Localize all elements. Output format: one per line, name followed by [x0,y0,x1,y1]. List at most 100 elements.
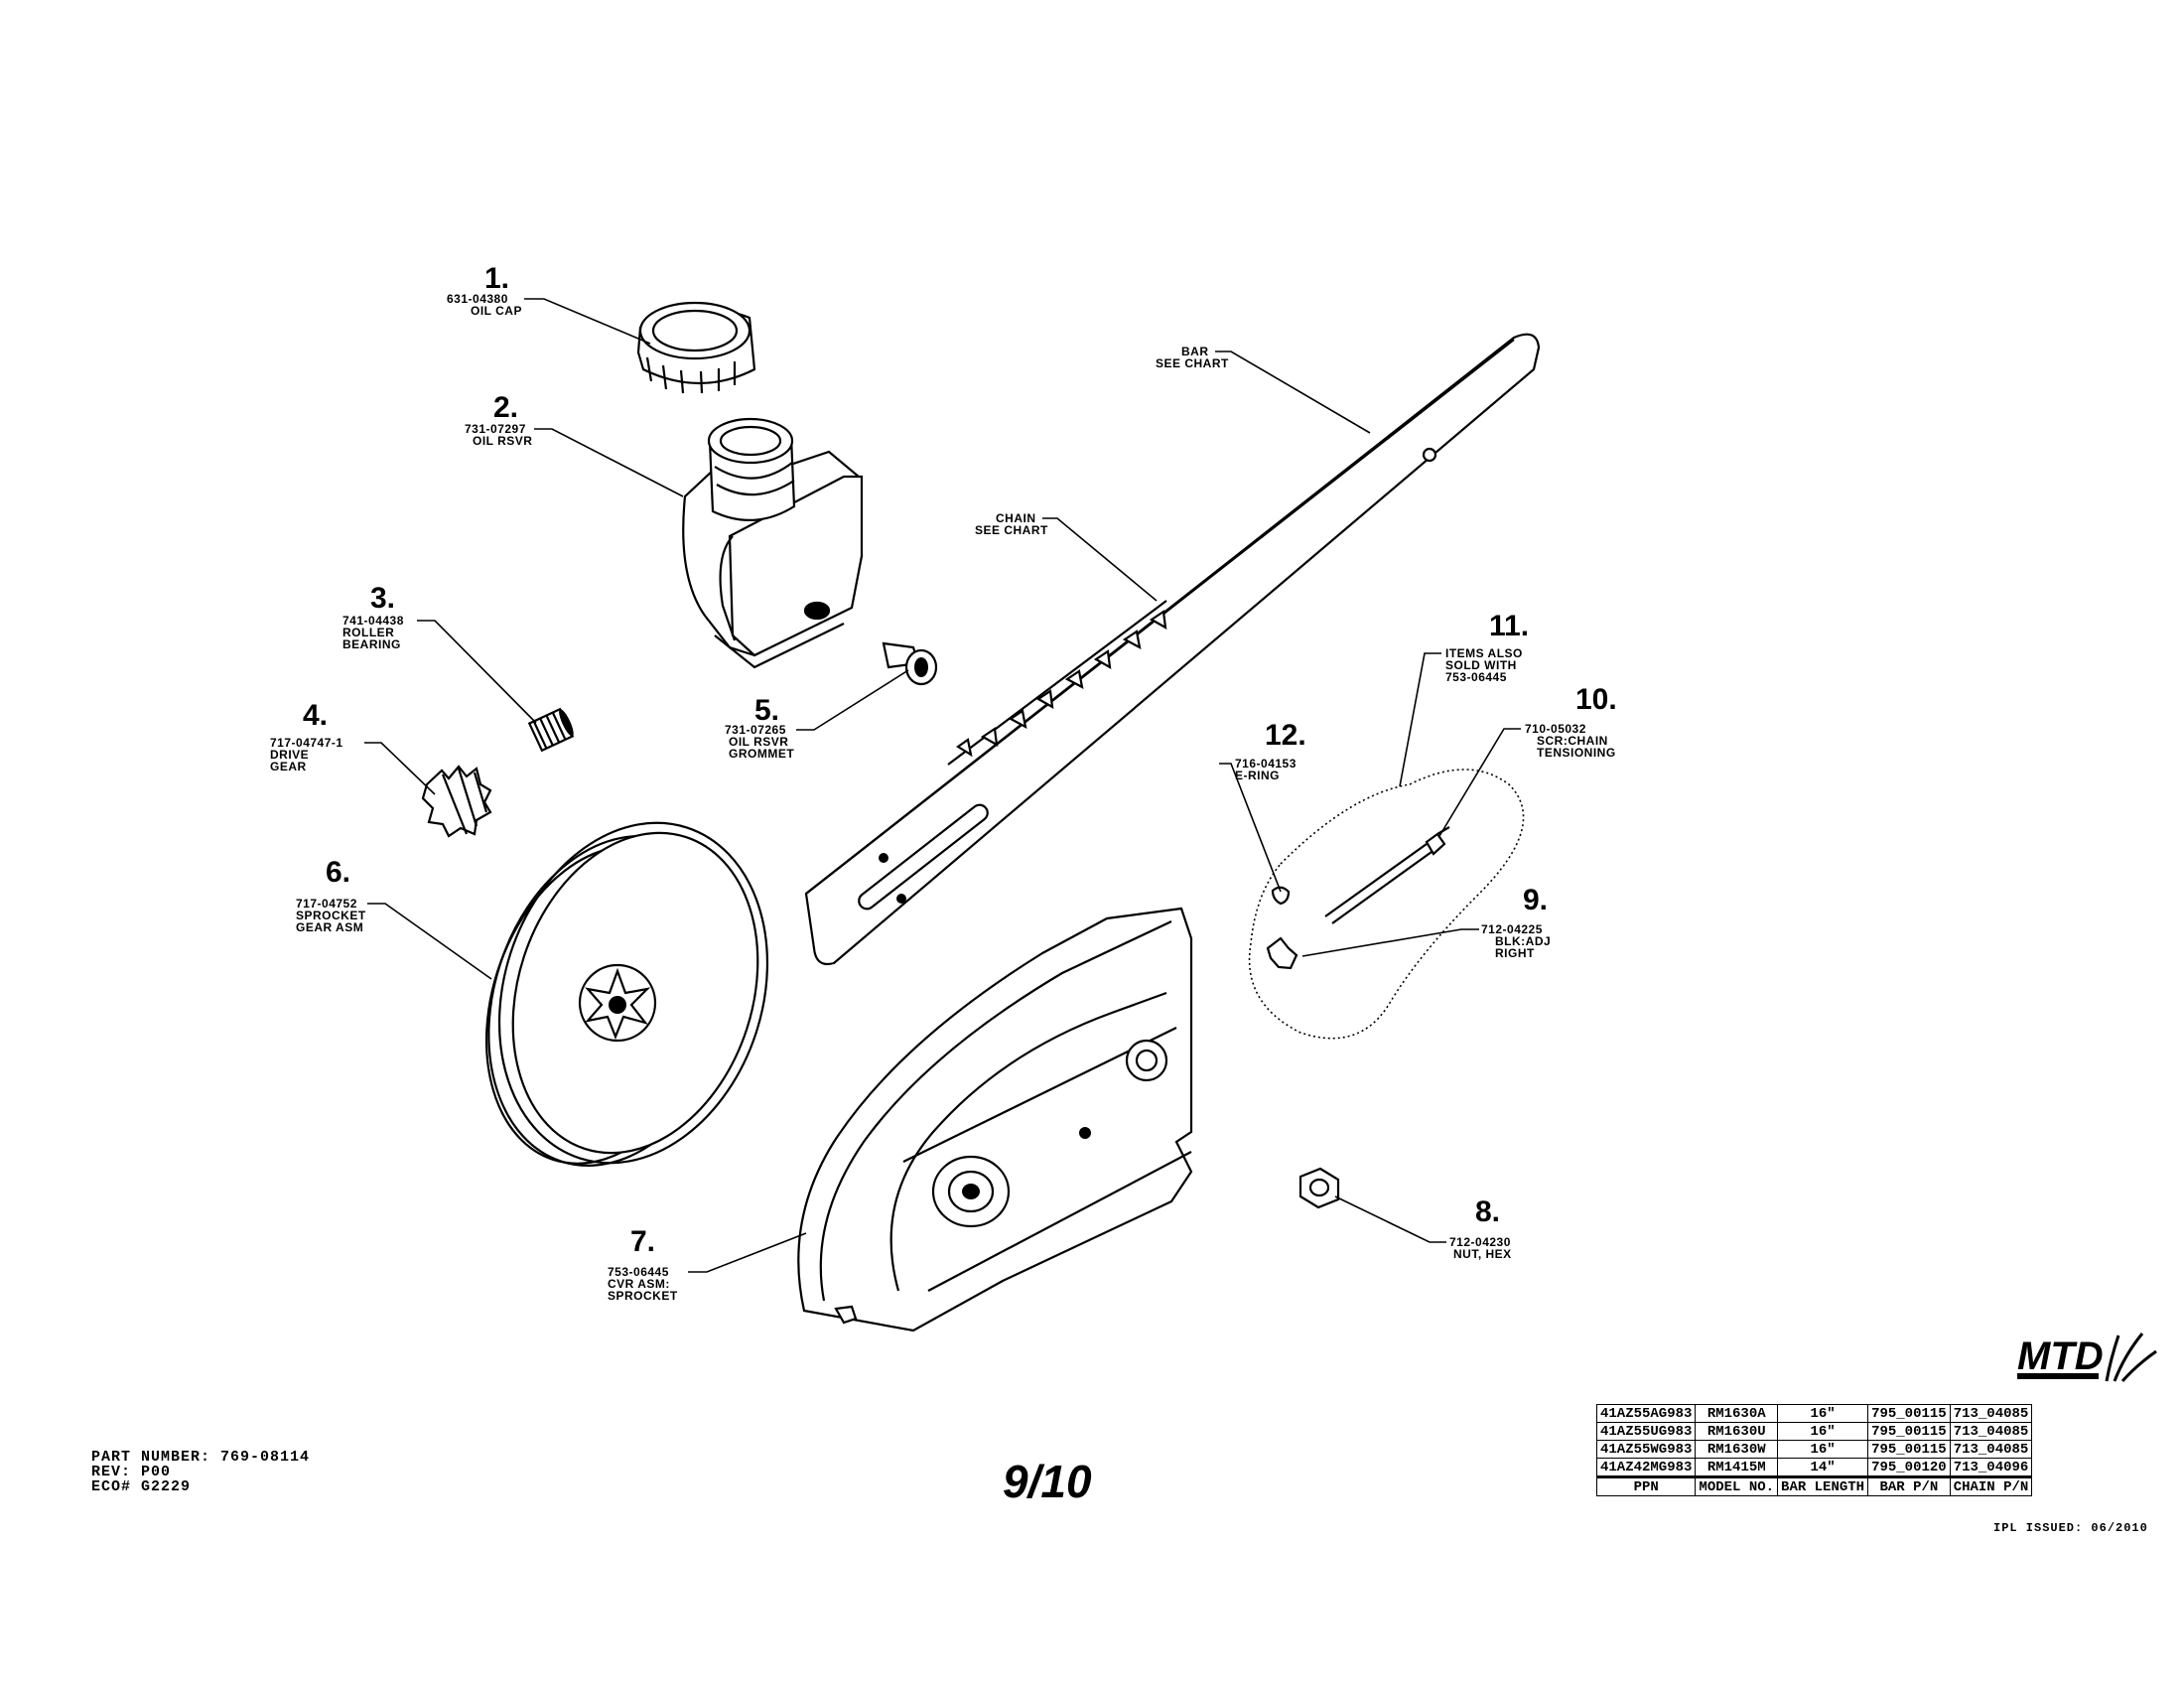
table-cell: 16" [1777,1404,1869,1423]
rev-text: REV: P00 [91,1464,172,1480]
table-header-chain-pn: CHAIN P/N [1949,1475,2033,1496]
table-cell: RM1415M [1695,1458,1779,1477]
callout-10-part-number: 710-05032 [1525,722,1586,736]
drive-gear-illustration [421,765,492,838]
callout-9-description-line2: RIGHT [1495,946,1535,960]
callout-7-number: 7. [630,1225,655,1258]
callout-7-description-line1: CVR ASM: [608,1277,670,1291]
chain-label-line1: CHAIN [996,511,1036,525]
callout-12-part-number: 716-04153 [1235,757,1297,771]
table-row: 41AZ55UG983 RM1630U 16" 795_00115 713_04… [1595,1422,2033,1441]
table-cell: 795_00115 [1867,1422,1951,1441]
table-row: 41AZ42MG983 RM1415M 14" 795_00120 713_04… [1595,1458,2033,1477]
callout-2-number: 2. [493,391,518,424]
callout-4-part-number: 717-04747-1 [270,736,343,750]
page-number: 9/10 [1003,1456,1092,1507]
callout-4-number: 4. [303,699,328,732]
callout-3-description-line1: ROLLER [342,626,394,639]
adjuster-block-illustration [1266,936,1298,970]
callout-9-part-number: 712-04225 [1481,922,1543,936]
callout-5-description-line1: OIL RSVR [729,735,788,749]
callout-2-description: OIL RSVR [473,434,532,448]
callout-5-number: 5. [754,694,779,727]
table-cell: 713_04096 [1949,1458,2033,1477]
table-header-ppn: PPN [1595,1475,1697,1496]
mtd-logo-text: MTD [2017,1334,2104,1378]
callout-3-number: 3. [370,582,395,615]
table-cell: 14" [1777,1458,1869,1477]
part-number-text: PART NUMBER: 769-08114 [91,1449,311,1466]
callout-7-part-number: 753-06445 [608,1265,669,1279]
callout-10-description-line1: SCR:CHAIN [1537,734,1608,748]
table-cell: 713_04085 [1949,1404,2033,1423]
callout-8-part-number: 712-04230 [1449,1235,1511,1249]
table-cell: 795_00115 [1867,1404,1951,1423]
part-info-block: PART NUMBER: 769-08114 REV: P00 ECO# G22… [91,1450,310,1494]
callout-5-description-line2: GROMMET [729,747,794,761]
callout-8-number: 8. [1475,1195,1500,1228]
oil-reservoir-illustration [682,417,864,669]
callout-9-description-line1: BLK:ADJ [1495,934,1551,948]
callout-4-description-line1: DRIVE [270,748,309,762]
leader-lines [364,298,1521,1273]
bar-label-line2: SEE CHART [1156,356,1229,370]
callout-12-number: 12. [1265,719,1306,752]
table-header-row: PPN MODEL NO. BAR LENGTH BAR P/N CHAIN P… [1595,1475,2033,1496]
tensioning-screw-illustration [1324,826,1450,924]
table-header-model: MODEL NO. [1695,1475,1779,1496]
table-cell: RM1630A [1695,1404,1779,1423]
table-header-bar-pn: BAR P/N [1867,1475,1951,1496]
callout-2-part-number: 731-07297 [465,422,526,436]
table-cell: 795_00120 [1867,1458,1951,1477]
sprocket-cover-illustration [797,907,1193,1333]
ipl-issued-date: IPL ISSUED: 06/2010 [1993,1521,2148,1535]
sprocket-gear-illustration [484,821,769,1167]
eco-text: ECO# G2229 [91,1478,192,1495]
callout-3-part-number: 741-04438 [342,614,404,628]
model-table: 41AZ55AG983 RM1630A 16" 795_00115 713_04… [1595,1404,2033,1496]
table-cell: 41AZ42MG983 [1595,1458,1697,1477]
table-cell: 41AZ55AG983 [1595,1404,1697,1423]
mtd-logo: MTD [2017,1333,2157,1382]
callout-10-description-line2: TENSIONING [1537,746,1616,760]
table-cell: 16" [1777,1440,1869,1459]
table-cell: 41AZ55UG983 [1595,1422,1697,1441]
callout-11-number: 11. [1489,610,1529,642]
callout-6-description-line1: SPROCKET [296,909,366,922]
callout-11-note-line1: ITEMS ALSO [1445,646,1523,660]
table-cell: RM1630U [1695,1422,1779,1441]
chain-label-line2: SEE CHART [975,523,1048,537]
table-row: 41AZ55WG983 RM1630W 16" 795_00115 713_04… [1595,1440,2033,1459]
grommet-illustration [882,641,938,686]
hex-nut-illustration [1298,1167,1340,1209]
callout-6-number: 6. [326,856,350,889]
bar-label-line1: BAR [1181,345,1209,358]
roller-bearing-illustration [527,707,575,753]
callout-11-note-line2: SOLD WITH [1445,658,1517,672]
callout-6-part-number: 717-04752 [296,897,357,911]
callout-7-description-line2: SPROCKET [608,1289,678,1303]
callout-6-description-line2: GEAR ASM [296,920,363,934]
table-cell: 41AZ55WG983 [1595,1440,1697,1459]
callout-1-number: 1. [484,262,509,295]
table-cell: 713_04085 [1949,1422,2033,1441]
callout-1-description: OIL CAP [471,304,522,318]
table-cell: 795_00115 [1867,1440,1951,1459]
chain-illustration [947,600,1167,766]
table-cell: RM1630W [1695,1440,1779,1459]
callout-11-note-line3: 753-06445 [1445,670,1507,684]
callout-4-description-line2: GEAR [270,760,307,773]
callout-8-description: NUT, HEX [1453,1247,1512,1261]
callout-3-description-line2: BEARING [342,637,401,651]
table-header-bar-length: BAR LENGTH [1777,1475,1869,1496]
e-ring-illustration [1271,886,1291,906]
table-row: 41AZ55AG983 RM1630A 16" 795_00115 713_04… [1595,1404,2033,1423]
callout-5-part-number: 731-07265 [725,723,786,737]
guide-bar-illustration [804,333,1541,966]
callout-10-number: 10. [1575,683,1617,716]
table-cell: 16" [1777,1422,1869,1441]
callout-1-part-number: 631-04380 [447,292,508,306]
callout-12-description: E-RING [1235,769,1280,782]
table-cell: 713_04085 [1949,1440,2033,1459]
